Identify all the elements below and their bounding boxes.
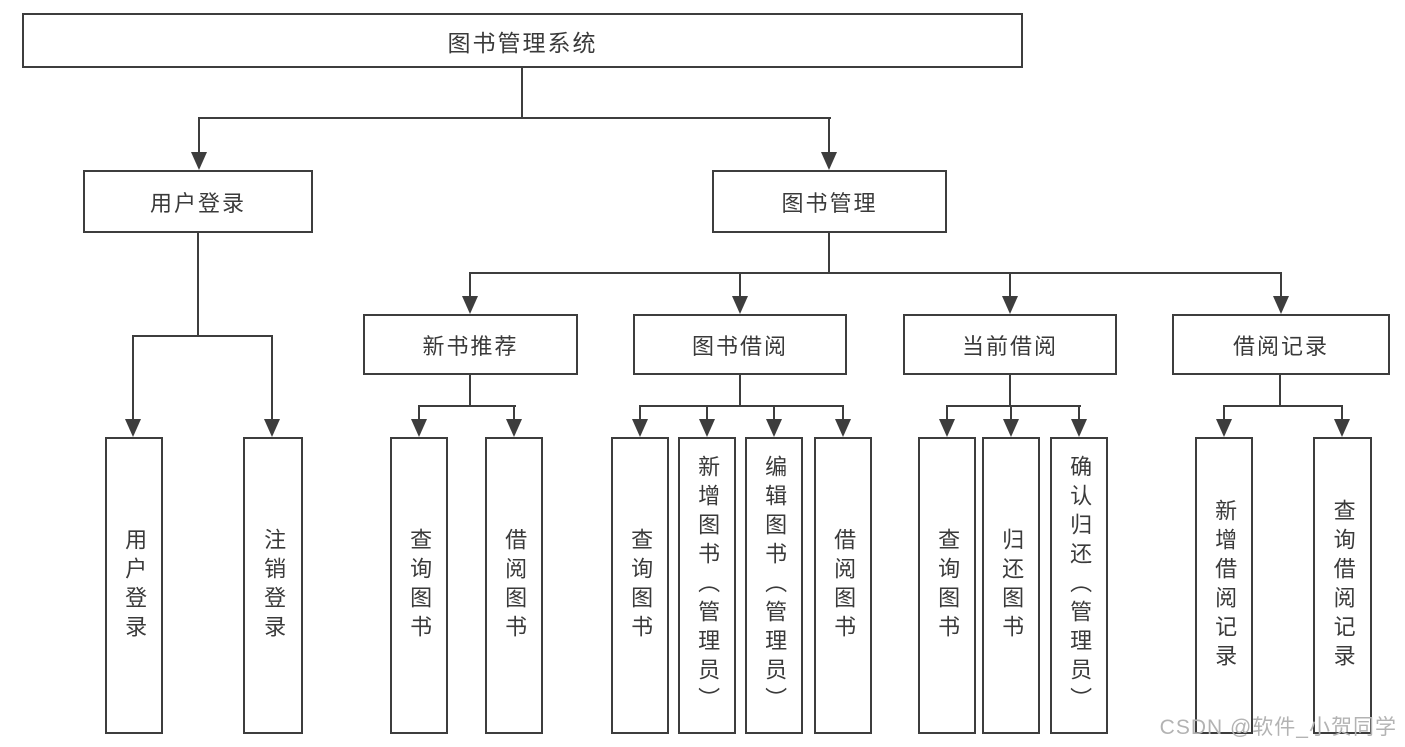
connector-line bbox=[706, 405, 708, 421]
connector-line bbox=[946, 405, 948, 421]
connector-line bbox=[842, 405, 844, 421]
leaf-borrow-books-recommend: 借阅图书 bbox=[485, 437, 543, 734]
leaf-add-borrow-record-label: 新增借阅记录 bbox=[1212, 498, 1238, 673]
leaf-user-login-label: 用户登录 bbox=[122, 527, 148, 644]
node-borrow-records: 借阅记录 bbox=[1172, 314, 1390, 375]
node-library-system: 图书管理系统 bbox=[22, 13, 1023, 68]
connector-line bbox=[773, 405, 775, 421]
leaf-query-borrow-record: 查询借阅记录 bbox=[1313, 437, 1372, 734]
leaf-edit-books-admin-label: 编辑图书（管理员） bbox=[762, 455, 788, 716]
connector-line bbox=[1279, 375, 1281, 406]
leaf-borrow-books-recommend-label: 借阅图书 bbox=[502, 527, 528, 644]
arrowhead bbox=[1003, 419, 1019, 437]
watermark: CSDN @软件_小贺同学 bbox=[1159, 716, 1397, 739]
connector-line bbox=[828, 117, 830, 153]
arrowhead bbox=[506, 419, 522, 437]
connector-line bbox=[197, 233, 199, 337]
leaf-logout-login-label: 注销登录 bbox=[261, 527, 287, 644]
node-current-borrow: 当前借阅 bbox=[903, 314, 1117, 375]
connector-line bbox=[739, 375, 741, 406]
connector-line bbox=[639, 405, 641, 421]
leaf-query-books-borrow: 查询图书 bbox=[611, 437, 669, 734]
arrowhead bbox=[1216, 419, 1232, 437]
connector-line bbox=[1078, 405, 1080, 421]
connector-line bbox=[132, 335, 273, 337]
arrowhead bbox=[1334, 419, 1350, 437]
leaf-logout-login: 注销登录 bbox=[243, 437, 303, 734]
arrowhead bbox=[191, 152, 207, 170]
leaf-borrow-books: 借阅图书 bbox=[814, 437, 872, 734]
arrowhead bbox=[125, 419, 141, 437]
connector-line bbox=[1009, 272, 1011, 297]
leaf-return-books-label: 归还图书 bbox=[999, 527, 1025, 644]
arrowhead bbox=[264, 419, 280, 437]
leaf-confirm-return-admin-label: 确认归还（管理员） bbox=[1067, 455, 1093, 716]
leaf-add-books-admin-label: 新增图书（管理员） bbox=[695, 455, 721, 716]
connector-line bbox=[1280, 272, 1282, 297]
connector-line bbox=[946, 405, 1081, 407]
node-new-book-recommend: 新书推荐 bbox=[363, 314, 578, 375]
arrowhead bbox=[462, 296, 478, 314]
node-user-login: 用户登录 bbox=[83, 170, 313, 233]
connector-line bbox=[198, 117, 200, 153]
connector-line bbox=[639, 405, 844, 407]
arrowhead bbox=[1071, 419, 1087, 437]
connector-line bbox=[271, 335, 273, 420]
connector-line bbox=[132, 335, 134, 420]
leaf-borrow-books-label: 借阅图书 bbox=[831, 527, 857, 644]
arrowhead bbox=[699, 419, 715, 437]
leaf-confirm-return-admin: 确认归还（管理员） bbox=[1050, 437, 1108, 734]
arrowhead bbox=[939, 419, 955, 437]
connector-line bbox=[1009, 375, 1011, 406]
arrowhead bbox=[632, 419, 648, 437]
leaf-add-books-admin: 新增图书（管理员） bbox=[678, 437, 736, 734]
arrowhead bbox=[821, 152, 837, 170]
arrowhead bbox=[1273, 296, 1289, 314]
connector-line bbox=[469, 272, 1282, 274]
connector-line bbox=[1341, 405, 1343, 421]
connector-line bbox=[739, 272, 741, 297]
node-book-management: 图书管理 bbox=[712, 170, 947, 233]
connector-line bbox=[1223, 405, 1343, 407]
leaf-query-books-recommend-label: 查询图书 bbox=[407, 527, 433, 644]
leaf-query-books-current-label: 查询图书 bbox=[935, 527, 961, 644]
arrowhead bbox=[835, 419, 851, 437]
leaf-query-books-borrow-label: 查询图书 bbox=[628, 527, 654, 644]
connector-line bbox=[469, 272, 471, 297]
connector-line bbox=[521, 68, 523, 118]
leaf-return-books: 归还图书 bbox=[982, 437, 1040, 734]
connector-line bbox=[469, 375, 471, 406]
leaf-query-borrow-record-label: 查询借阅记录 bbox=[1330, 498, 1356, 673]
arrowhead bbox=[411, 419, 427, 437]
leaf-query-books-recommend: 查询图书 bbox=[390, 437, 448, 734]
connector-line bbox=[418, 405, 420, 421]
connector-line bbox=[513, 405, 515, 421]
connector-line bbox=[418, 405, 516, 407]
leaf-user-login: 用户登录 bbox=[105, 437, 163, 734]
arrowhead bbox=[766, 419, 782, 437]
leaf-edit-books-admin: 编辑图书（管理员） bbox=[745, 437, 803, 734]
connector-line bbox=[1010, 405, 1012, 421]
connector-line bbox=[1223, 405, 1225, 421]
connector-line bbox=[828, 233, 830, 274]
leaf-add-borrow-record: 新增借阅记录 bbox=[1195, 437, 1253, 734]
node-book-borrow: 图书借阅 bbox=[633, 314, 847, 375]
arrowhead bbox=[732, 296, 748, 314]
connector-line bbox=[198, 117, 831, 119]
arrowhead bbox=[1002, 296, 1018, 314]
leaf-query-books-current: 查询图书 bbox=[918, 437, 976, 734]
